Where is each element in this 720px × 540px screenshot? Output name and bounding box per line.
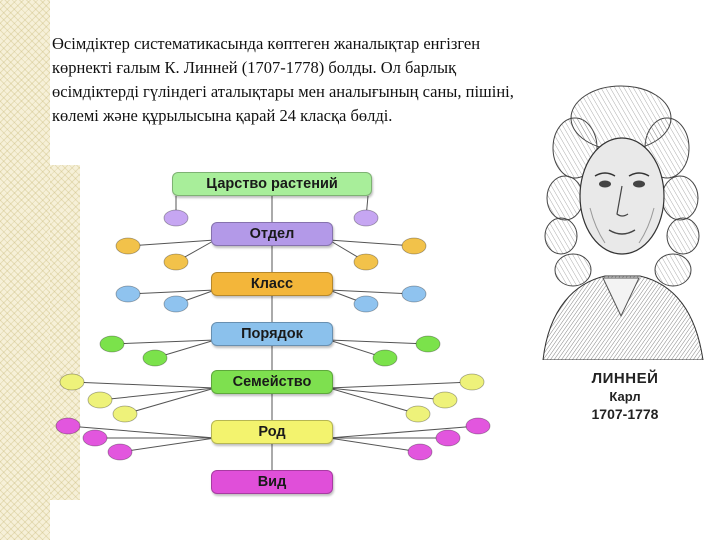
leaf-connector: [124, 387, 216, 415]
taxon-leaf-node: [112, 405, 138, 423]
leaf-connector: [328, 289, 415, 295]
taxon-leaf-node: [142, 349, 168, 367]
taxon-leaf-node: [432, 391, 458, 409]
leaf-connector: [328, 381, 473, 389]
caption-first-name: Карл: [609, 389, 641, 404]
leaf-connector: [99, 387, 216, 401]
taxonomy-level-box: Царство растений: [172, 172, 372, 196]
taxon-leaf-node: [59, 373, 85, 391]
leaf-connector: [328, 239, 415, 247]
leaf-connector: [328, 437, 421, 453]
leaf-connector: [111, 339, 216, 345]
leaf-connector: [328, 425, 479, 439]
taxon-leaf-node: [372, 349, 398, 367]
taxon-leaf-node: [163, 253, 189, 271]
portrait-caption: ЛИННЕЙ Карл 1707-1778: [560, 370, 690, 422]
taxon-leaf-node: [405, 405, 431, 423]
taxonomy-level-box: Род: [211, 420, 333, 444]
taxon-leaf-node: [435, 429, 461, 447]
taxon-leaf-node: [115, 285, 141, 303]
taxonomy-level-box: Отдел: [211, 222, 333, 246]
taxon-leaf-node: [82, 429, 108, 447]
taxon-leaf-node: [459, 373, 485, 391]
taxonomy-level-box: Класс: [211, 272, 333, 296]
taxon-leaf-node: [107, 443, 133, 461]
taxon-leaf-node: [407, 443, 433, 461]
leaf-connector: [328, 387, 446, 401]
taxon-leaf-node: [415, 335, 441, 353]
taxon-leaf-node: [87, 391, 113, 409]
taxonomy-level-box: Порядок: [211, 322, 333, 346]
decorative-left-stripe: [0, 0, 50, 540]
taxon-leaf-node: [353, 253, 379, 271]
taxon-leaf-node: [115, 237, 141, 255]
taxon-leaf-node: [163, 209, 189, 227]
taxon-leaf-node: [163, 295, 189, 313]
leaf-connector: [328, 339, 429, 345]
intro-paragraph: Өсімдіктер систематикасында көптеген жан…: [52, 34, 514, 125]
taxon-leaf-node: [99, 335, 125, 353]
taxon-leaf-node: [55, 417, 81, 435]
linnaeus-portrait: [542, 85, 704, 360]
leaf-connector: [67, 425, 216, 439]
leaf-connector: [127, 289, 216, 295]
caption-name: ЛИННЕЙ: [591, 370, 659, 387]
taxonomy-level-box: Вид: [211, 470, 333, 494]
taxon-leaf-node: [465, 417, 491, 435]
taxon-leaf-node: [353, 295, 379, 313]
caption-years: 1707-1778: [591, 406, 659, 422]
decorative-left-stripe-lower: [50, 165, 80, 500]
leaf-connector: [119, 437, 216, 453]
taxonomy-level-box: Семейство: [211, 370, 333, 394]
leaf-connector: [328, 387, 419, 415]
taxon-leaf-node: [401, 237, 427, 255]
taxon-leaf-node: [401, 285, 427, 303]
taxon-leaf-node: [353, 209, 379, 227]
leaf-connector: [71, 381, 216, 389]
leaf-connector: [127, 239, 216, 247]
